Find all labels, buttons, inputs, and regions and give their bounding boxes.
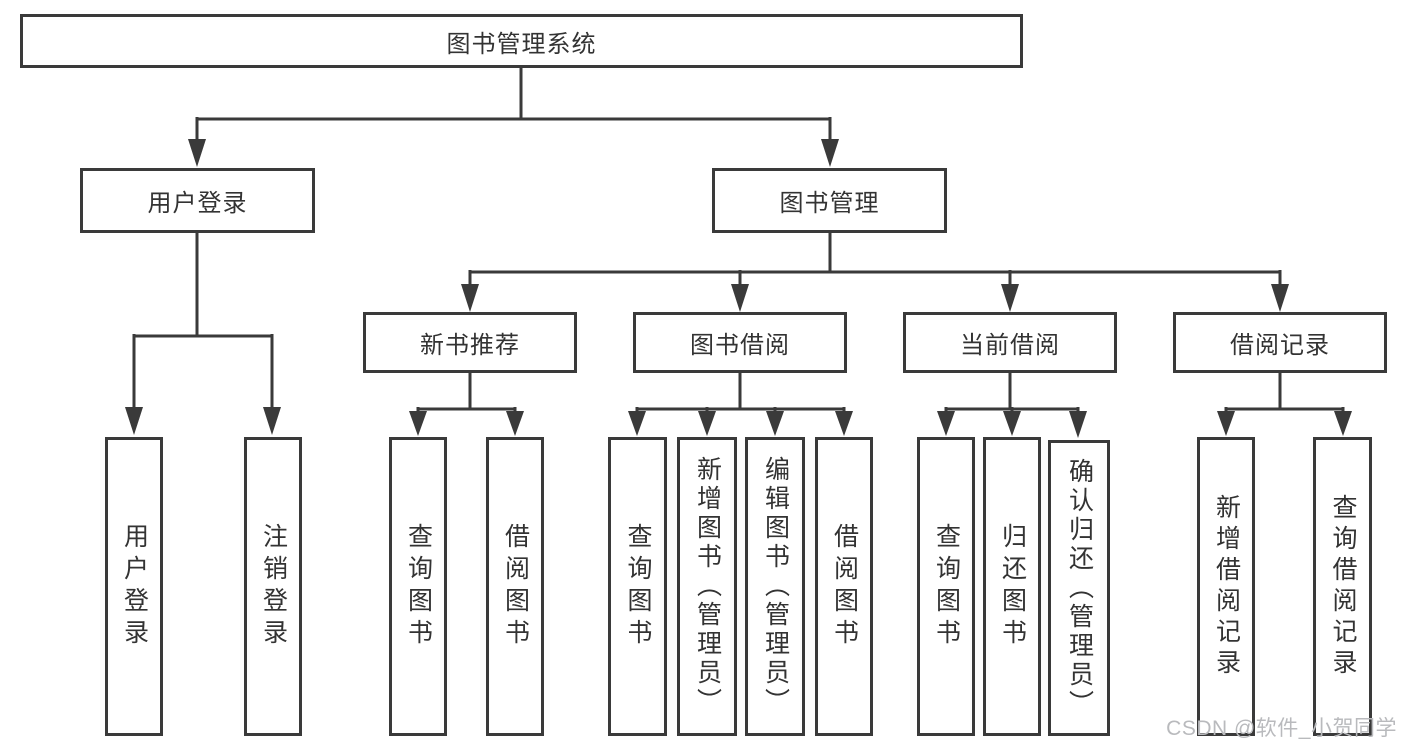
leaf-br-add-record: 新增借阅记录	[1197, 437, 1255, 736]
leaf-bb-query-books-label: 查询图书	[624, 522, 652, 651]
node-user-login: 用户登录	[80, 168, 315, 233]
leaf-user-login-label: 用户登录	[120, 522, 149, 651]
leaf-cb-query-books: 查询图书	[917, 437, 975, 736]
leaf-br-query-record-label: 查询借阅记录	[1329, 493, 1357, 680]
node-root-label: 图书管理系统	[446, 30, 597, 58]
leaf-nb-borrow-books-label: 借阅图书	[501, 522, 530, 651]
leaf-br-query-record: 查询借阅记录	[1313, 437, 1372, 736]
csdn-watermark: CSDN @软件_小贺同学	[1166, 717, 1397, 740]
leaf-nb-query-books: 查询图书	[389, 437, 447, 736]
node-current-borrow: 当前借阅	[903, 312, 1117, 373]
leaf-bb-borrow-books: 借阅图书	[815, 437, 873, 736]
leaf-bb-borrow-books-label: 借阅图书	[830, 522, 859, 651]
node-root: 图书管理系统	[20, 14, 1023, 68]
node-new-book-recommend-label: 新书推荐	[420, 332, 520, 359]
node-book-mgmt-label: 图书管理	[779, 190, 880, 217]
leaf-bb-edit-book-admin: 编辑图书（管理员）	[745, 437, 805, 736]
leaf-logout: 注销登录	[244, 437, 302, 736]
leaf-nb-borrow-books: 借阅图书	[486, 437, 544, 736]
node-book-borrow-label: 图书借阅	[690, 332, 790, 359]
leaf-cb-query-books-label: 查询图书	[932, 522, 961, 651]
leaf-nb-query-books-label: 查询图书	[404, 522, 433, 651]
leaf-bb-edit-book-admin-label: 编辑图书（管理员）	[761, 456, 790, 717]
leaf-cb-return-books-label: 归还图书	[998, 522, 1027, 651]
leaf-bb-add-book-admin-label: 新增图书（管理员）	[693, 456, 722, 717]
node-new-book-recommend: 新书推荐	[363, 312, 577, 373]
node-borrow-records-label: 借阅记录	[1230, 332, 1330, 359]
node-borrow-records: 借阅记录	[1173, 312, 1387, 373]
node-book-mgmt: 图书管理	[712, 168, 947, 233]
leaf-bb-add-book-admin: 新增图书（管理员）	[677, 437, 737, 736]
leaf-user-login: 用户登录	[105, 437, 163, 736]
node-book-borrow: 图书借阅	[633, 312, 847, 373]
leaf-br-add-record-label: 新增借阅记录	[1212, 493, 1241, 680]
leaf-cb-confirm-return-admin-label: 确认归还（管理员）	[1065, 457, 1094, 719]
leaf-bb-query-books: 查询图书	[608, 437, 667, 736]
node-current-borrow-label: 当前借阅	[960, 332, 1060, 359]
leaf-cb-return-books: 归还图书	[983, 437, 1041, 736]
leaf-cb-confirm-return-admin: 确认归还（管理员）	[1048, 440, 1110, 736]
node-user-login-label: 用户登录	[147, 190, 248, 217]
leaf-logout-label: 注销登录	[259, 522, 288, 651]
